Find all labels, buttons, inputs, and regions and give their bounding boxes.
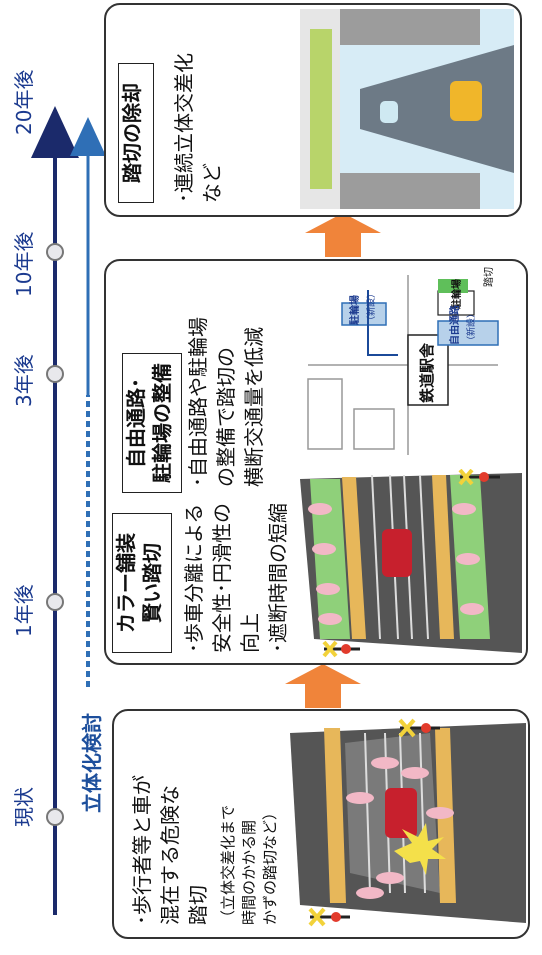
timeline-node-1y [46,593,64,611]
timeline-node-10y [46,243,64,261]
timeline-node-3y [46,365,64,383]
timeline-label-20y: 20年後 [12,69,36,135]
progress-arrow-2 [305,213,381,257]
green-paving [310,479,350,639]
timeline-label-3y: 3年後 [12,354,36,407]
road-under [360,45,514,173]
danger-burst-icon [394,823,446,875]
timeline-label-10y: 10年後 [12,231,36,297]
crossing-signal-icon [308,907,350,927]
bike-parking-new-sub-label: （新設） [365,289,377,325]
bike-parking-new-box [341,302,387,326]
crossing-label: 踏切 [482,267,495,287]
timeline-label-1y: 1年後 [12,584,36,637]
illustration-elevated-railway [300,9,514,209]
smart-text: ･歩車分離による 安全性･円滑性の 向上 ･遮断時間の短縮 [182,503,290,653]
train-icon [310,29,332,189]
station-label: 鉄道駅舎 [418,342,436,403]
car-icon [385,788,417,838]
passage-text: ･自由通路や駐輪場 の整備で踏切の 横断交通量を低減 [186,317,266,487]
free-passage-label: 自由通路 [448,304,461,345]
car-icon [382,529,412,577]
current-note: （立体交差化まで 時間のかかる開 かずの踏切など） [219,804,279,925]
smart-title: カラー舗装 賢い踏切 [112,513,172,653]
free-passage-sub-label: （新設） [465,309,477,345]
passage-title: 自由通路･ 駐輪場の整備 [122,353,182,493]
hatched-strip [342,475,454,639]
pier-right [340,9,480,45]
timeline-node-now [46,808,64,826]
crossing-signal-icon-2 [398,718,440,738]
crossing-signal-icon-2 [458,469,500,486]
elimination-text: ･連続立体交差化 など [172,53,224,203]
pedestrian-icons [346,757,454,899]
illustration-current-crossing [290,718,526,927]
timeline-label-now: 現状 [12,787,36,827]
free-passage-box [437,320,499,346]
progress-arrow-1 [285,664,361,708]
pedestrian-icons [308,503,484,625]
pier-left [340,173,480,209]
illustration-smart-crossing [300,469,522,658]
station-map: 鉄道駅舎 駐輪場 自由通路 （新設） 駐輪場 （新設） 踏切 [298,265,520,465]
passage-route [367,290,398,356]
car-icon-2 [450,81,482,121]
bike-parking-label: 駐輪場 [450,279,463,309]
current-text: ･歩行者等と車が 混在する危険な 踏切 [130,775,210,925]
elimination-title: 踏切の除却 [118,63,154,203]
bike-parking-new-label: 駐輪場 [348,295,361,325]
timeline-study-label: 立体化検討 [80,713,104,813]
car-icon [380,101,398,123]
map-streets [307,275,498,455]
green-crossing-patch [438,279,468,293]
station-building [407,334,449,406]
crossing-signal-icon [322,640,360,658]
